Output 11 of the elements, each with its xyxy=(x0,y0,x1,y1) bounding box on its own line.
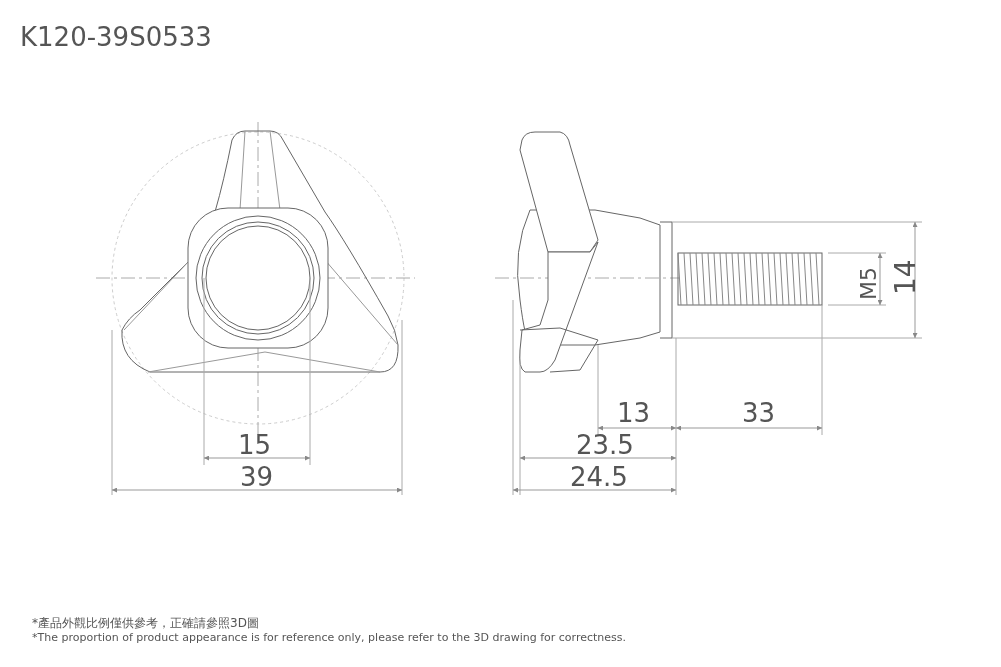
note-text: *產品外觀比例僅供參考，正確請參照3D圖 xyxy=(32,617,259,629)
dimension-label: 33 xyxy=(742,400,776,426)
part-number-title: K120-39S0533 xyxy=(20,24,212,50)
dimension-label: 24.5 xyxy=(570,464,628,490)
dimension-label: 39 xyxy=(240,464,274,490)
dimension-label: 14 xyxy=(892,259,920,295)
dimension-label: 13 xyxy=(617,400,651,426)
dimension-label: 15 xyxy=(238,432,272,458)
dimension-label: M5 xyxy=(858,267,880,300)
dimension-label: 23.5 xyxy=(576,432,634,458)
note-text: *The proportion of product appearance is for reference only, please refer to the 3D drawing for correctness. xyxy=(32,632,626,643)
